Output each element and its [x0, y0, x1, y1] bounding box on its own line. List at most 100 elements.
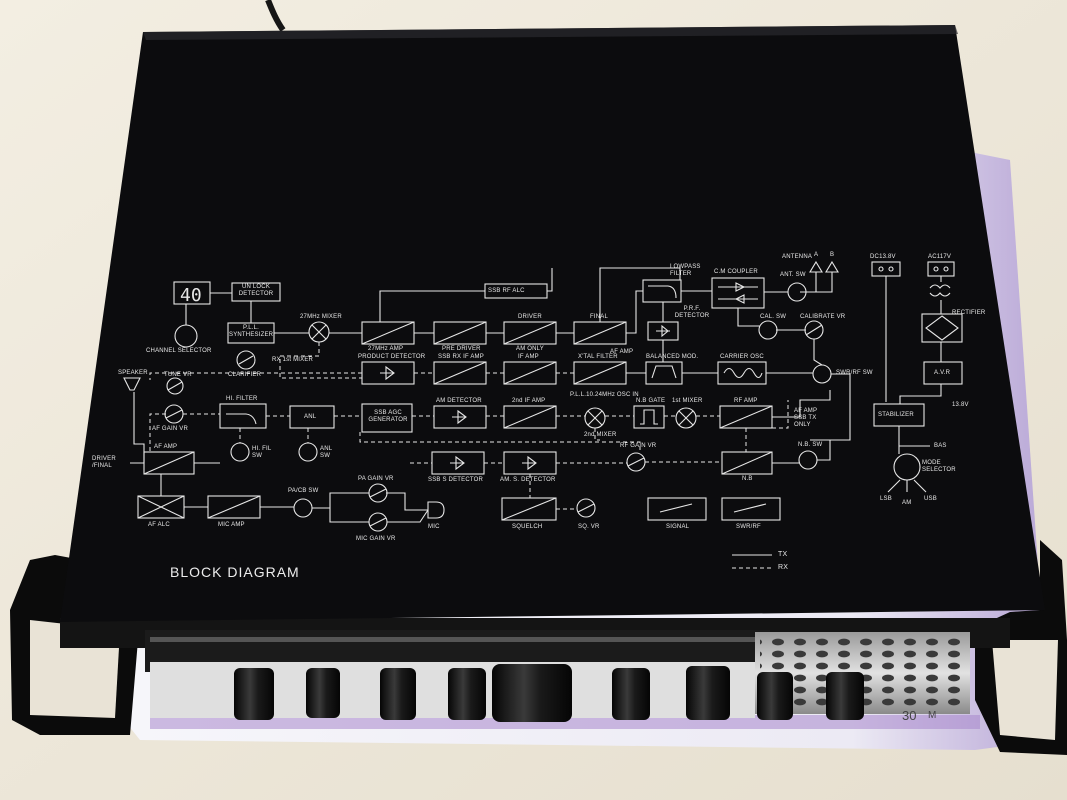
right-handle-gap — [992, 640, 1058, 740]
label-nb: N.B — [742, 476, 753, 482]
label-rf-gain-vr: RF GAIN VR — [620, 443, 657, 449]
label-ssb-rx-if: SSB RX IF AMP — [438, 354, 484, 360]
knob-2 — [306, 668, 340, 718]
legend-rx: RX — [778, 564, 789, 571]
ssb-agc-box — [361, 403, 413, 433]
if2-box — [503, 405, 557, 429]
label-final: FINAL — [590, 314, 609, 320]
label-af-amp-top: AF AMP — [610, 349, 634, 355]
label-cm-coupler: C.M COUPLER — [714, 269, 758, 275]
label-signal: SIGNAL — [666, 524, 690, 530]
avr-box — [923, 361, 963, 385]
label-anl-sw: ANL SW — [320, 446, 333, 459]
swr-rf-meter — [721, 497, 781, 521]
label-squelch: SQUELCH — [512, 524, 543, 530]
label-mixer-27: 27MHz MIXER — [300, 314, 342, 320]
label-ant-sw: ANT. SW — [780, 272, 806, 278]
label-unlock-detector: UN LOCK DETECTOR — [238, 284, 274, 297]
label-driver: DRIVER — [518, 314, 542, 320]
display-digits-svg: 40 — [180, 285, 202, 306]
label-am-only: AM ONLY — [516, 346, 544, 352]
label-af-gain-vr: AF GAIN VR — [152, 426, 189, 432]
signal-meter — [647, 497, 707, 521]
label-mixer2: 2nd MIXER — [584, 432, 617, 438]
label-calibrate-vr: CALIBRATE VR — [800, 314, 846, 320]
label-bas: BAS — [934, 443, 947, 449]
label-pll-osc: P.L.L.10.24MHz OSC IN — [570, 392, 639, 398]
label-nb-gate: N.B GATE — [636, 398, 666, 404]
label-hi-fil-sw: HI. FIL SW — [252, 446, 272, 459]
label-mic-amp: MIC AMP — [218, 522, 245, 528]
label-nb-sw: N.B. SW — [798, 442, 823, 448]
label-ant-a: A — [814, 252, 819, 258]
label-dc: DC13.8V — [870, 254, 896, 260]
label-anl: ANL — [304, 414, 317, 420]
legend-tx: TX — [778, 551, 788, 558]
label-13-8v: 13.8V — [952, 402, 969, 408]
label-lsb: LSB — [880, 496, 892, 502]
diagram-title: BLOCK DIAGRAM — [170, 564, 300, 580]
label-product-detector: PRODUCT DETECTOR — [358, 354, 426, 360]
label-swr-rf-sw: SWR/RF SW — [836, 370, 873, 376]
mixer-27-cross — [311, 324, 327, 340]
label-cal-sw: CAL. SW — [760, 314, 787, 320]
knob-4 — [448, 668, 486, 720]
label-mic: MIC — [428, 524, 440, 530]
rectifier-box — [921, 313, 963, 343]
label-sq-vr: SQ. VR — [578, 524, 600, 530]
label-rx-1st-mixer: RX 1st MIXER — [272, 357, 314, 363]
label-stabilizer: STABILIZER — [878, 412, 914, 418]
label-mixer1: 1st MIXER — [672, 398, 703, 404]
label-balanced-mod: BALANCED MOD. — [646, 354, 699, 360]
rx-signal-paths — [149, 342, 789, 510]
label-avr: A.V.R — [934, 370, 951, 376]
label-if-amp: IF AMP — [518, 354, 539, 360]
knob-1 — [234, 668, 274, 720]
label-channel-selector: CHANNEL SELECTOR — [146, 348, 212, 354]
label-clarifier: CLARIFIER — [228, 372, 262, 378]
label-mic-gain-vr: MIC GAIN VR — [356, 536, 396, 542]
main-tuning-knob — [492, 664, 572, 722]
label-carrier-osc: CARRIER OSC — [720, 354, 764, 360]
label-ssb-rf-alc: SSB RF ALC — [488, 288, 525, 294]
unlock-detector-box — [231, 282, 281, 302]
label-xtal: X'TAL FILTER — [578, 354, 618, 360]
label-af-alc: AF ALC — [148, 522, 170, 528]
label-tune-vr: TUNE VR — [164, 372, 192, 378]
label-ssb-agc: SSB AGC GENERATOR — [368, 410, 408, 423]
tune-vr — [166, 377, 184, 395]
label-pre-driver: PRE DRIVER — [442, 346, 481, 352]
nb-gate-box — [633, 405, 665, 429]
sq-vr — [576, 498, 596, 518]
label-ant-b: B — [830, 252, 835, 258]
label-am-detector: AM DETECTOR — [436, 398, 482, 404]
label-am: AM — [902, 500, 912, 506]
label-rf-amp: RF AMP — [734, 398, 758, 404]
label-af-amp-ssb: AF AMP SSB TX ONLY — [794, 408, 818, 428]
label-am-s-det: AM. S. DETECTOR — [500, 477, 556, 483]
label-rectifier: RECTIFIER — [952, 310, 986, 316]
chrome-strip — [150, 637, 760, 642]
label-ac: AC117V — [928, 254, 952, 260]
knob-8 — [826, 672, 864, 720]
power-cord — [265, 0, 286, 32]
anl-box — [289, 405, 335, 429]
knob-5 — [612, 668, 650, 720]
label-af-amp-left: AF AMP — [154, 444, 178, 450]
transformer — [929, 284, 951, 289]
label-antenna: ANTENNA — [782, 254, 813, 260]
mixer1-symbol — [675, 407, 697, 429]
paper-channel-unit: M — [928, 710, 937, 721]
knob-6 — [686, 666, 730, 720]
label-pa-cb-sw: PA/CB SW — [288, 488, 319, 494]
front-knobs — [234, 664, 864, 722]
label-if2: 2nd IF AMP — [512, 398, 546, 404]
label-prf-detector: P.R.F. DETECTOR — [674, 306, 710, 319]
label-amp-27: 27MHz AMP — [368, 346, 404, 352]
paper-channel-readout: 30 — [902, 708, 917, 723]
knob-3 — [380, 668, 416, 720]
speaker-symbol — [123, 377, 141, 391]
label-swr-rf: SWR/RF — [736, 524, 761, 530]
label-speaker: SPEAKER — [118, 370, 148, 376]
